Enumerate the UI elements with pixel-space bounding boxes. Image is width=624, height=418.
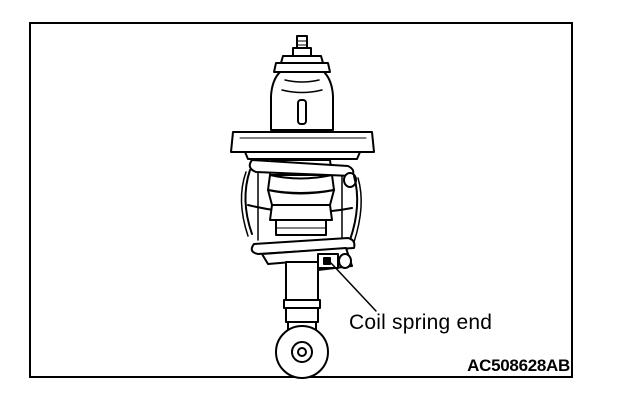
figure-id: AC508628AB — [467, 356, 570, 375]
shock-body — [283, 261, 321, 335]
lower-mount-eye — [275, 325, 329, 379]
coil-spring-front — [240, 159, 362, 255]
top-stud — [292, 35, 312, 57]
callout-label: Coil spring end — [349, 311, 493, 334]
spring-seat-plate — [230, 131, 375, 160]
callout-leader — [330, 262, 377, 312]
upper-insulator — [270, 71, 334, 131]
upper-nut — [273, 55, 331, 73]
